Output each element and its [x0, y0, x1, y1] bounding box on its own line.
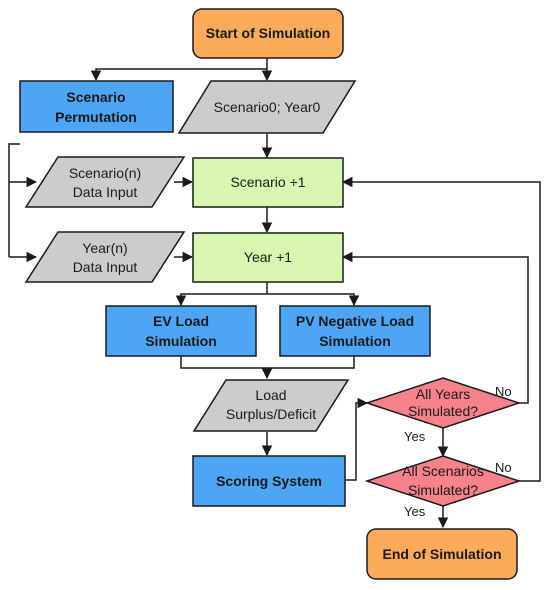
- all-scenarios-label-2: Simulated?: [408, 482, 478, 498]
- scenario-plus1-shape: [192, 157, 344, 208]
- scenario-permutation-shape: [19, 80, 174, 133]
- ev-load-shape: [105, 305, 257, 357]
- pv-load-shape: [279, 305, 431, 357]
- node-scenario-plus1: Scenario +1: [192, 157, 344, 208]
- end-shape: [366, 528, 518, 580]
- start-shape: [192, 8, 344, 59]
- node-scenario-permutation: Scenario Permutation: [19, 80, 174, 133]
- ev-load-label-1: EV Load: [153, 313, 209, 329]
- load-surplus-label-1: Load: [255, 387, 286, 403]
- year-n-input-label-1: Year(n): [82, 240, 127, 256]
- edge-split-ev: [175, 293, 267, 307]
- scenario-n-input-label-2: Data Input: [73, 184, 138, 200]
- edge-ev-merge: [180, 356, 355, 369]
- edge-label-scenarios-no: No: [495, 460, 512, 475]
- edge-label-years-yes: Yes: [404, 429, 426, 444]
- edge-permutation-bus: [8, 143, 20, 257]
- scoring-label: Scoring System: [216, 473, 322, 489]
- node-end: End of Simulation: [366, 528, 518, 580]
- node-scoring: Scoring System: [192, 455, 346, 507]
- edge-split-scenario-permutation: [90, 68, 267, 82]
- end-label: End of Simulation: [383, 546, 502, 562]
- load-surplus-shape: [192, 379, 350, 432]
- ev-load-label-2: Simulation: [145, 333, 217, 349]
- edge-label-years-no: No: [495, 384, 512, 399]
- year-n-input-label-2: Data Input: [73, 259, 138, 275]
- all-years-shape: [364, 377, 522, 429]
- all-years-label-1: All Years: [416, 386, 470, 402]
- start-label: Start of Simulation: [206, 25, 330, 41]
- load-surplus-label-2: Surplus/Deficit: [226, 406, 316, 422]
- scenario-permutation-label-2: Permutation: [55, 109, 137, 125]
- scoring-shape: [192, 455, 346, 507]
- scenario-permutation-label-1: Scenario: [66, 89, 125, 105]
- edge-scoring-all-years: [345, 397, 369, 481]
- node-scenario0-year0: Scenario0; Year0: [177, 80, 357, 134]
- all-scenarios-label-1: All Scenarios: [402, 463, 484, 479]
- node-all-scenarios: All Scenarios Simulated?: [364, 455, 522, 507]
- scenario-plus1-label: Scenario +1: [230, 174, 305, 190]
- edge-all-years-no: [341, 251, 529, 404]
- node-ev-load: EV Load Simulation: [105, 305, 257, 357]
- scenario0-year0-shape: [177, 80, 357, 134]
- scenario-n-input-label-1: Scenario(n): [69, 165, 141, 181]
- node-load-surplus: Load Surplus/Deficit: [192, 379, 350, 432]
- edge-all-scenarios-no: [341, 176, 541, 482]
- pv-load-label-2: Simulation: [319, 333, 391, 349]
- node-scenario-n-input: Scenario(n) Data Input: [24, 156, 186, 208]
- all-years-label-2: Simulated?: [408, 403, 478, 419]
- year-plus1-shape: [192, 232, 344, 283]
- edges: [8, 58, 541, 529]
- node-all-years: All Years Simulated?: [364, 377, 522, 429]
- edge-split-pv: [267, 293, 360, 307]
- pv-load-label-1: PV Negative Load: [296, 313, 414, 329]
- scenario-n-input-shape: [24, 156, 186, 208]
- year-n-input-shape: [24, 231, 186, 283]
- edge-label-scenarios-yes: Yes: [404, 504, 426, 519]
- all-scenarios-shape: [364, 455, 522, 507]
- scenario0-year0-label: Scenario0; Year0: [214, 99, 321, 115]
- year-plus1-label: Year +1: [244, 249, 292, 265]
- node-year-plus1: Year +1: [192, 232, 344, 283]
- node-pv-load: PV Negative Load Simulation: [279, 305, 431, 357]
- node-year-n-input: Year(n) Data Input: [24, 231, 186, 283]
- node-start: Start of Simulation: [192, 8, 344, 59]
